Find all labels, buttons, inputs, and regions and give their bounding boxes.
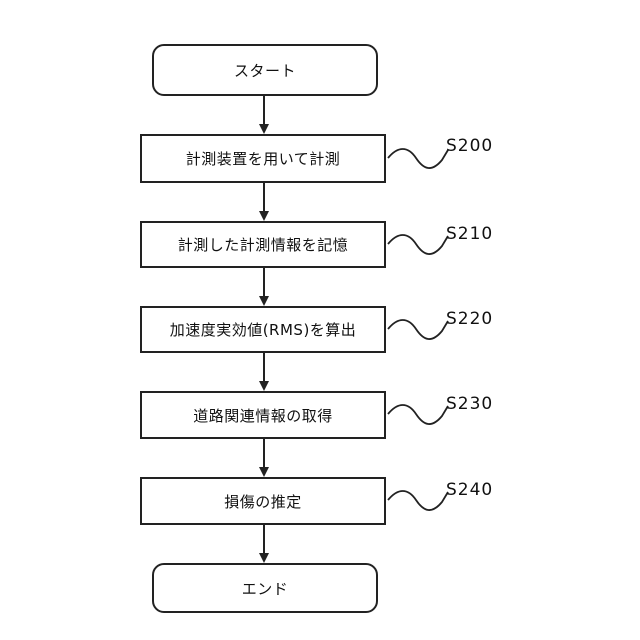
step-code-s220: S220	[446, 309, 493, 329]
process-step-s220: 加速度実効値(RMS)を算出	[140, 306, 386, 353]
end-label: エンド	[242, 578, 289, 599]
process-step-label: 損傷の推定	[224, 491, 302, 512]
end-terminal: エンド	[152, 563, 378, 613]
step-code-s240: S240	[446, 480, 493, 500]
process-step-s240: 損傷の推定	[140, 477, 386, 525]
start-label: スタート	[234, 60, 296, 81]
process-step-s200: 計測装置を用いて計測	[140, 134, 386, 183]
process-step-s230: 道路関連情報の取得	[140, 391, 386, 439]
leader-squiggle-s240	[388, 491, 448, 510]
step-code-s210: S210	[446, 224, 493, 244]
leader-squiggle-s220	[388, 320, 448, 339]
process-step-label: 計測装置を用いて計測	[186, 148, 341, 169]
step-code-s200: S200	[446, 136, 493, 156]
start-terminal: スタート	[152, 44, 378, 96]
step-code-s230: S230	[446, 394, 493, 414]
process-step-label: 計測した計測情報を記憶	[178, 234, 349, 255]
leader-squiggle-s200	[388, 149, 448, 168]
process-step-label: 道路関連情報の取得	[193, 405, 333, 426]
process-step-s210: 計測した計測情報を記憶	[140, 221, 386, 268]
leader-squiggle-s230	[388, 405, 448, 424]
process-step-label: 加速度実効値(RMS)を算出	[170, 319, 357, 340]
leader-squiggle-s210	[388, 235, 448, 254]
